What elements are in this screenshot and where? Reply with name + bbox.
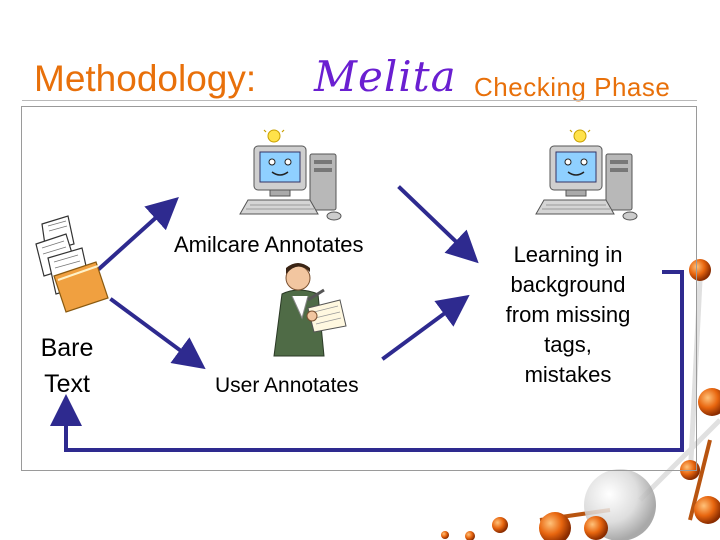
arrow-bare-to-user	[112, 300, 196, 362]
arrow-user-to-learning	[384, 302, 460, 358]
amilcare-annotates-label: Amilcare Annotates	[174, 232, 364, 258]
learning-line: background	[486, 270, 650, 300]
bare-text-label: Bare Text	[28, 330, 106, 402]
bare-text-line: Bare	[28, 330, 106, 366]
learning-line: tags,	[486, 330, 650, 360]
learning-line: Learning in	[486, 240, 650, 270]
user-annotates-label: User Annotates	[215, 374, 359, 398]
document-stack-icon	[28, 214, 114, 314]
happy-computer-icon	[530, 128, 650, 228]
happy-computer-icon	[234, 128, 354, 228]
bare-text-line: Text	[28, 366, 106, 402]
learning-line: mistakes	[486, 360, 650, 390]
learning-background-label: Learning in background from missing tags…	[486, 240, 650, 390]
person-writing-icon	[262, 260, 352, 360]
learning-line: from missing	[486, 300, 650, 330]
arrow-amilcare-to-learning	[400, 188, 470, 255]
